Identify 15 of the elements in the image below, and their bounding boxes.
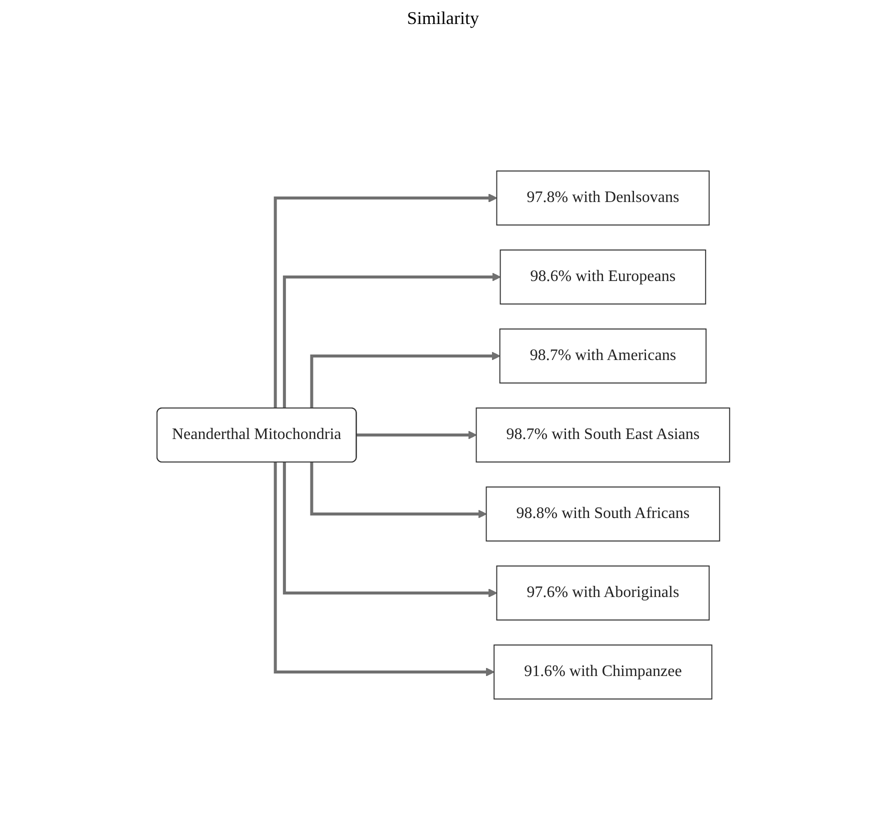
- node-box: 97.6% with Aboriginals: [496, 565, 710, 620]
- arrow: [354, 430, 476, 439]
- node-box: 98.8% with South Africans: [485, 486, 720, 541]
- arrow: [274, 462, 494, 676]
- node-box: 98.7% with South East Asians: [475, 407, 730, 462]
- arrow: [310, 462, 486, 518]
- node-box: 98.7% with Americans: [499, 328, 706, 383]
- node-box: 98.6% with Europeans: [499, 249, 706, 304]
- arrow: [282, 462, 497, 597]
- arrow: [282, 272, 500, 408]
- arrow: [274, 193, 497, 408]
- node-box: 91.6% with Chimpanzee: [493, 644, 712, 699]
- arrow: [310, 351, 500, 408]
- annotation-text: Similarity: [407, 8, 479, 29]
- node-box: 97.8% with Denlsovans: [496, 170, 710, 225]
